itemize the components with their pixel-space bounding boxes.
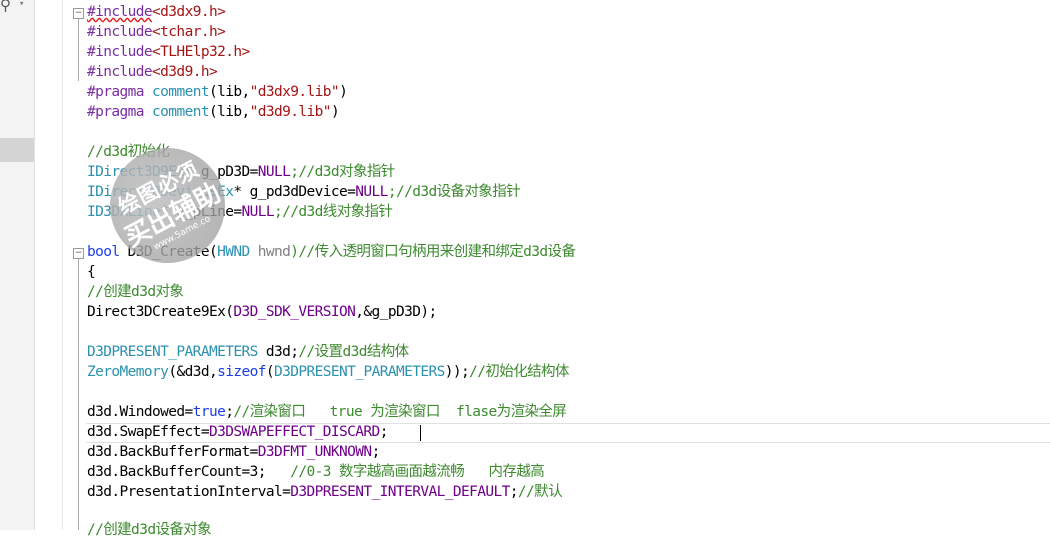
code-line: d3d.Windowed=true;//渲染窗口 true 为渲染窗口 flas… [87, 402, 567, 422]
code-line: ZeroMemory(&d3d,sizeof(D3DPRESENT_PARAME… [87, 362, 569, 382]
code-token: <d3d9.h> [152, 64, 218, 80]
text-caret [420, 425, 421, 441]
code-token: <TLHElp32.h> [152, 44, 250, 60]
code-token: #pragma [87, 104, 145, 120]
code-line: d3d.BackBufferFormat=D3DFMT_UNKNOWN; [87, 442, 380, 462]
code-token: comment [143, 104, 210, 120]
code-token: //0-3 数字越高画面越流畅 内存越高 [290, 464, 545, 480]
code-line: d3d.BackBufferCount=3; //0-3 数字越高画面越流畅 内… [87, 462, 545, 482]
line-gutter [35, 0, 61, 530]
code-token: )); [444, 364, 470, 380]
code-token: d3d.Windowed= [87, 404, 193, 420]
code-token: //创建d3d设备对象 [87, 522, 212, 538]
code-line: #include<d3dx9.h> [87, 2, 226, 22]
code-token: d3d; [257, 344, 299, 360]
code-token: D3DPRESENT_PARAMETERS [87, 344, 258, 360]
fold-guide [78, 259, 85, 530]
chevron-down-icon[interactable]: ▾ [19, 0, 25, 9]
code-token: ; [225, 404, 234, 420]
code-token: d3d.SwapEffect= [87, 424, 210, 440]
fold-guide [78, 19, 85, 81]
code-token: ZeroMemory [87, 364, 169, 380]
code-token: comment [143, 84, 210, 100]
code-token: (&d3d, [168, 364, 218, 380]
code-line: //创建d3d设备对象 [87, 520, 212, 540]
code-line: //创建d3d对象 [87, 282, 184, 302]
code-line: #pragma comment(lib,"d3d9.lib") [87, 102, 340, 122]
code-token: NULL [355, 184, 388, 200]
code-token: ;//d3d对象指针 [290, 164, 395, 180]
gutter-divider [62, 0, 63, 530]
left-panel: ⚲ ▾ [0, 0, 35, 530]
code-line: #pragma comment(lib,"d3dx9.lib") [87, 82, 348, 102]
code-token: "d3d9.lib" [249, 104, 332, 120]
code-token: <tchar.h> [152, 24, 226, 40]
code-token: )//传入透明窗口句柄用来创建和绑定d3d设备 [290, 244, 576, 260]
code-token: ) [330, 104, 340, 120]
code-token: ,&g_pD3D); [355, 304, 437, 320]
code-token: #include [87, 24, 153, 40]
code-token: { [87, 264, 96, 280]
code-token: sizeof [217, 364, 266, 380]
code-token: ;//d3d线对象指针 [274, 204, 393, 220]
code-token: d3d.BackBufferFormat= [87, 444, 258, 460]
code-token: ; [371, 444, 381, 460]
collapse-icon[interactable]: − [73, 248, 84, 259]
code-token: ;//d3d设备对象指针 [387, 184, 521, 200]
code-line: #include<TLHElp32.h> [87, 42, 250, 62]
code-token: ; [509, 484, 519, 500]
code-token: ) [339, 84, 348, 100]
collapse-icon[interactable]: − [73, 8, 84, 19]
code-token: D3DFMT_UNKNOWN [257, 444, 372, 460]
code-line: D3DPRESENT_PARAMETERS d3d;//设置d3d结构体 [87, 342, 409, 362]
search-icon[interactable]: ⚲ [0, 0, 11, 14]
code-line: { [87, 262, 96, 282]
code-token: hwnd [249, 244, 291, 260]
code-token: true [192, 404, 226, 420]
code-token: ( [265, 364, 275, 380]
code-token: #pragma [87, 84, 145, 100]
code-token: D3D_SDK_VERSION [233, 304, 356, 320]
code-token: (lib, [208, 104, 250, 120]
current-line-highlight [86, 423, 1050, 443]
code-token: NULL [257, 164, 291, 180]
code-token: d3d.BackBufferCount=3; [87, 464, 291, 480]
code-token: ; [379, 424, 389, 440]
code-token: //设置d3d结构体 [298, 344, 409, 360]
code-token: D3DPRESENT_INTERVAL_DEFAULT [290, 484, 510, 500]
code-token: //初始化结构体 [469, 364, 569, 380]
code-token: Direct3DCreate9Ex( [87, 304, 234, 320]
code-token: D3DPRESENT_PARAMETERS [274, 364, 445, 380]
code-token: #include [87, 64, 153, 80]
code-line: Direct3DCreate9Ex(D3D_SDK_VERSION,&g_pD3… [87, 302, 437, 322]
code-token: d3d.PresentationInterval= [87, 484, 291, 500]
code-token: bool [87, 244, 120, 260]
code-token: //创建d3d对象 [87, 284, 184, 300]
code-token: <d3dx9.h> [152, 4, 226, 20]
code-line: d3d.PresentationInterval=D3DPRESENT_INTE… [87, 482, 563, 502]
code-token: D3DSWAPEFFECT_DISCARD [208, 424, 380, 440]
code-token: HWND [217, 244, 250, 260]
code-token: //默认 [517, 484, 563, 500]
code-token: "d3dx9.lib" [249, 84, 340, 100]
code-token: (lib, [208, 84, 250, 100]
code-token: * g_pd3dDevice= [233, 184, 356, 200]
code-token: #include [87, 44, 153, 60]
code-line: #include<tchar.h> [87, 22, 226, 42]
code-token: //渲染窗口 true 为渲染窗口 flase为渲染全屏 [233, 404, 567, 420]
code-line: d3d.SwapEffect=D3DSWAPEFFECT_DISCARD; [87, 422, 388, 442]
code-token: #include [87, 4, 153, 20]
selected-item-highlight[interactable] [0, 138, 34, 162]
code-token: NULL [241, 204, 275, 220]
code-line: #include<d3d9.h> [87, 62, 218, 82]
